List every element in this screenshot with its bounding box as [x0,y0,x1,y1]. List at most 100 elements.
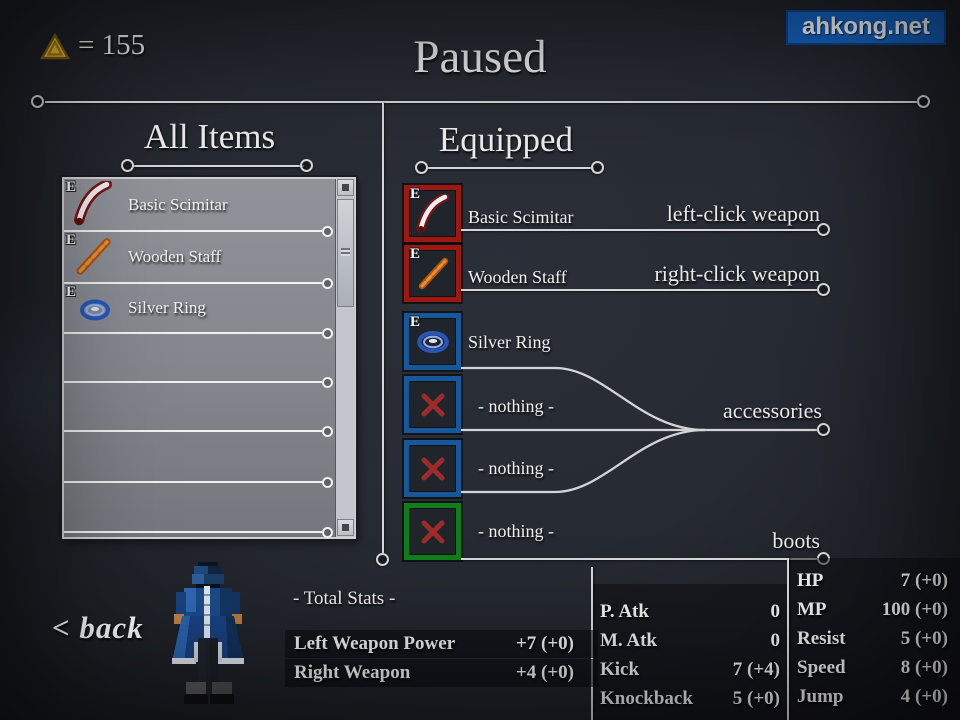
stat-row: Kick 7 (+4) [600,655,780,684]
x-icon [418,390,448,420]
equipped-badge: E [410,186,421,202]
stats-separator-line [787,558,789,720]
stat-row: MP 100 (+0) [797,595,948,624]
stat-value: +7 (+0) [515,633,574,654]
back-button[interactable]: < back [52,610,144,645]
stat-value: 4 (+0) [900,685,948,707]
stat-label: P. Atk [600,600,649,622]
line-endpoint-ring [917,95,930,108]
item-name: Wooden Staff [128,247,222,266]
stat-value: 0 [770,629,781,651]
accessories-connector-lines [455,358,835,500]
equipped-underline [426,167,594,169]
stat-row: Jump 4 (+0) [797,682,948,711]
equipped-item-name: Basic Scimitar [468,207,574,227]
line-endpoint-ring [322,377,333,388]
line-endpoint-ring [31,95,44,108]
line-endpoint-ring [376,553,389,566]
list-item-silver-ring[interactable]: E Silver Ring [64,284,334,332]
list-item-wooden-staff[interactable]: E Wooden Staff [64,232,334,282]
stat-row: HP 7 (+0) [797,566,948,595]
staff-icon [414,255,452,293]
page-title: Paused [413,31,547,83]
stat-label: HP [797,569,824,591]
stat-label: Left Weapon Power [294,633,456,654]
equip-slot-right-weapon[interactable]: E [404,245,461,302]
slot-type-label: right-click weapon [654,261,820,286]
stat-value: 8 (+0) [900,656,948,678]
line-endpoint-ring [322,426,333,437]
equipped-badge: E [66,284,77,300]
watermark-badge: ahkong.net [786,10,946,45]
scimitar-icon [72,181,114,227]
equipped-item-name: - nothing - [478,396,554,416]
equipped-badge: E [66,232,77,248]
slot-connector-line [461,229,818,231]
scroll-down-button[interactable] [337,519,354,536]
equipped-badge: E [410,246,421,262]
equipped-item-name: - nothing - [478,521,554,541]
scroll-up-button[interactable] [337,179,354,196]
slot-type-label: boots [772,528,820,553]
top-divider-line [45,101,917,103]
stat-label: M. Atk [600,629,657,651]
character-sprite [166,562,250,710]
equip-slot-accessory-2[interactable] [404,376,461,433]
row-separator [64,332,322,334]
line-endpoint-ring [322,477,333,488]
row-separator [64,430,322,432]
stat-label: MP [797,598,827,620]
equip-slot-left-weapon[interactable]: E [404,185,461,242]
stat-value: 7 (+0) [900,569,948,591]
combat-stats-backing [593,584,787,720]
all-items-underline [132,165,304,167]
row-separator [64,481,322,483]
line-endpoint-ring [591,161,604,174]
line-endpoint-ring [322,527,333,538]
ring-icon [413,327,453,357]
row-separator [64,282,322,284]
row-separator [64,230,322,232]
stat-row: Resist 5 (+0) [797,624,948,653]
stat-row: P. Atk 0 [600,597,780,626]
line-endpoint-ring [817,283,830,296]
stat-row: Knockback 5 (+0) [600,684,780,713]
slot-type-label: left-click weapon [666,201,820,226]
stat-label: Knockback [600,687,693,709]
stat-label: Kick [600,658,640,680]
row-separator [64,381,322,383]
currency-value: = 155 [78,29,146,61]
line-endpoint-ring [817,223,830,236]
equipped-item-name: Silver Ring [468,332,551,352]
equip-slot-boots[interactable] [404,503,461,560]
equipped-badge: E [66,179,77,195]
equipped-item-name: - nothing - [478,458,554,478]
scrollbar[interactable] [335,179,355,537]
triangle-currency-icon [40,33,70,61]
slot-connector-line [461,558,818,560]
scimitar-icon [414,193,452,234]
equipped-item-name: Wooden Staff [468,267,567,287]
stat-value: +4 (+0) [515,662,574,683]
total-stat-row: Right Weapon +4 (+0) [285,659,598,687]
stat-value: 5 (+0) [900,627,948,649]
line-endpoint-ring [415,161,428,174]
x-icon [418,454,448,484]
list-item-basic-scimitar[interactable]: E Basic Scimitar [64,179,334,230]
stat-label: Resist [797,627,846,649]
item-name: Silver Ring [128,298,206,317]
equipped-badge: E [410,314,421,330]
item-name: Basic Scimitar [128,195,228,214]
stat-row: M. Atk 0 [600,626,780,655]
stat-label: Speed [797,656,846,678]
equip-slot-accessory-3[interactable] [404,440,461,497]
scrollbar-thumb[interactable] [337,199,354,307]
equip-slot-accessory-1[interactable]: E [404,313,461,370]
staff-icon [72,235,114,279]
equipped-title: Equipped [438,120,574,159]
slot-type-label: accessories [723,398,822,423]
combat-stats-table: P. Atk 0 M. Atk 0 Kick 7 (+4) Knockback … [600,597,780,713]
attribute-stats-backing [789,558,960,720]
center-divider-line [382,103,384,553]
